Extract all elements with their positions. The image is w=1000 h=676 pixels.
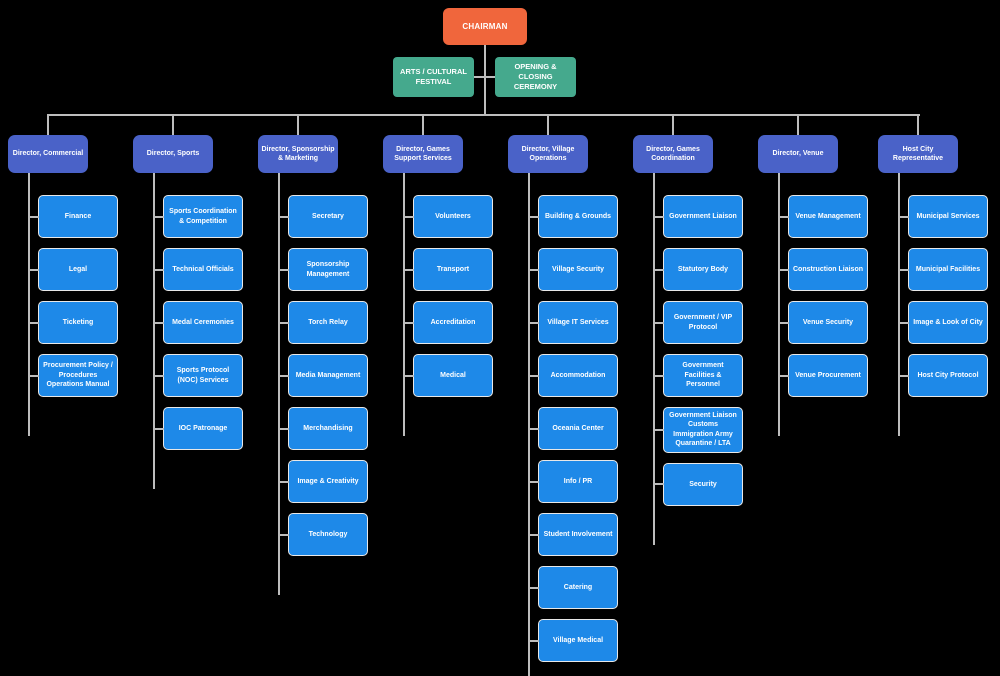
unit-node-image-creativity: Image & Creativity xyxy=(278,460,368,503)
connector-drop xyxy=(797,114,799,135)
unit-node-accreditation: Accreditation xyxy=(403,301,493,344)
director-node-host-city-representative: Host City Representative xyxy=(878,135,958,173)
unit-node-technology: Technology xyxy=(278,513,368,556)
unit-node-accommodation: Accommodation xyxy=(528,354,618,397)
connector-trunk xyxy=(653,173,655,545)
unit-node-transport: Transport xyxy=(403,248,493,291)
connector-trunk xyxy=(28,173,30,436)
unit-node-legal: Legal xyxy=(28,248,118,291)
unit-node-government-liaison: Government Liaison xyxy=(653,195,743,238)
arts-cultural-festival-node: ARTS / CULTURAL FESTIVAL xyxy=(393,57,474,97)
connector-trunk xyxy=(153,173,155,489)
unit-node-info-pr: Info / PR xyxy=(528,460,618,503)
director-node-director-sponsorship-marketing: Director, Sponsorship & Marketing xyxy=(258,135,338,173)
unit-node-student-involvement: Student Involvement xyxy=(528,513,618,556)
unit-node-medal-ceremonies: Medal Ceremonies xyxy=(153,301,243,344)
opening-closing-ceremony-node: OPENING & CLOSING CEREMONY xyxy=(495,57,576,97)
unit-node-sponsorship-management: Sponsorship Management xyxy=(278,248,368,291)
unit-node-ioc-patronage: IOC Patronage xyxy=(153,407,243,450)
unit-node-government-liaison-customs-immigration-army-quarantine-lta: Government Liaison Customs Immigration A… xyxy=(653,407,743,453)
unit-node-medical: Medical xyxy=(403,354,493,397)
unit-node-media-management: Media Management xyxy=(278,354,368,397)
unit-node-municipal-facilities: Municipal Facilities xyxy=(898,248,988,291)
unit-node-government-facilities-personnel: Government Facilities & Personnel xyxy=(653,354,743,397)
director-node-director-venue: Director, Venue xyxy=(758,135,838,173)
connector-trunk xyxy=(898,173,900,436)
director-node-director-village-operations: Director, Village Operations xyxy=(508,135,588,173)
director-node-director-games-support-services: Director, Games Support Services xyxy=(383,135,463,173)
unit-node-image-look-of-city: Image & Look of City xyxy=(898,301,988,344)
unit-node-venue-management: Venue Management xyxy=(778,195,868,238)
unit-node-security: Security xyxy=(653,462,743,506)
unit-node-finance: Finance xyxy=(28,195,118,238)
director-node-director-sports: Director, Sports xyxy=(133,135,213,173)
unit-node-municipal-services: Municipal Services xyxy=(898,195,988,238)
connector-drop xyxy=(917,114,919,135)
unit-node-ticketing: Ticketing xyxy=(28,301,118,344)
connector-trunk xyxy=(528,173,530,676)
unit-node-building-grounds: Building & Grounds xyxy=(528,195,618,238)
connector-drop xyxy=(172,114,174,135)
unit-node-secretary: Secretary xyxy=(278,195,368,238)
unit-node-merchandising: Merchandising xyxy=(278,407,368,450)
unit-node-venue-procurement: Venue Procurement xyxy=(778,354,868,397)
unit-node-village-security: Village Security xyxy=(528,248,618,291)
unit-node-torch-relay: Torch Relay xyxy=(278,301,368,344)
unit-node-construction-liaison: Construction Liaison xyxy=(778,248,868,291)
unit-node-oceania-center: Oceania Center xyxy=(528,407,618,450)
unit-node-sports-coordination-competition: Sports Coordination & Competition xyxy=(153,195,243,238)
chairman-node: CHAIRMAN xyxy=(443,8,527,45)
unit-node-venue-security: Venue Security xyxy=(778,301,868,344)
unit-node-sports-protocol-noc-services: Sports Protocol (NOC) Services xyxy=(153,354,243,397)
unit-node-technical-officials: Technical Officials xyxy=(153,248,243,291)
director-node-director-commercial: Director, Commercial xyxy=(8,135,88,173)
unit-node-catering: Catering xyxy=(528,566,618,609)
unit-node-village-it-services: Village IT Services xyxy=(528,301,618,344)
connector-drop xyxy=(422,114,424,135)
director-node-director-games-coordination: Director, Games Coordination xyxy=(633,135,713,173)
unit-node-statutory-body: Statutory Body xyxy=(653,248,743,291)
connector-bus xyxy=(47,114,920,116)
connector-trunk xyxy=(278,173,280,595)
connector-drop xyxy=(47,114,49,135)
unit-node-government-vip-protocol: Government / VIP Protocol xyxy=(653,301,743,344)
unit-node-host-city-protocol: Host City Protocol xyxy=(898,354,988,397)
unit-node-village-medical: Village Medical xyxy=(528,619,618,662)
connector-drop xyxy=(297,114,299,135)
connector-drop xyxy=(672,114,674,135)
unit-node-procurement-policy-procedures-operations-manual: Procurement Policy / Procedures Operatio… xyxy=(28,354,118,397)
connector-drop xyxy=(547,114,549,135)
unit-node-volunteers: Volunteers xyxy=(403,195,493,238)
connector-trunk xyxy=(778,173,780,436)
connector-chairman-drop xyxy=(484,45,486,115)
connector-trunk xyxy=(403,173,405,436)
